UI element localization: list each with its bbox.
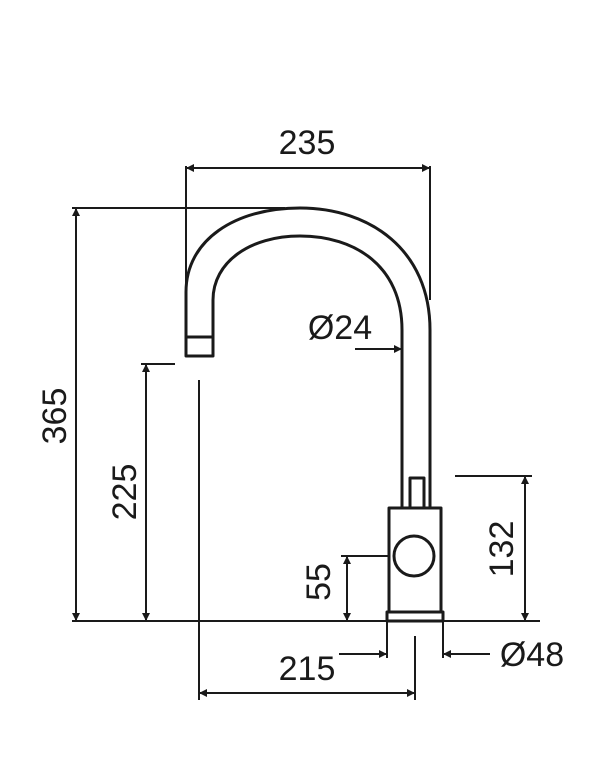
dimension-spout-reach: 235 (185, 124, 431, 300)
spout-reach-label: 235 (279, 124, 336, 162)
faucet-outline (72, 206, 540, 700)
lever-height-label: 55 (300, 563, 338, 601)
total-height-label: 365 (36, 388, 74, 445)
base-plate (385, 610, 445, 623)
base-diameter-label: Ø48 (500, 636, 564, 674)
dimension-outlet-to-base: 215 (199, 636, 416, 700)
tube-diameter-label: Ø24 (308, 309, 372, 347)
spout-inner-arc (211, 234, 404, 508)
dimension-base-diameter: Ø48 (339, 621, 564, 674)
dimension-total-height: 365 (36, 207, 285, 621)
dimension-tube-diameter: Ø24 (308, 309, 402, 353)
spout-height-label: 225 (106, 464, 144, 521)
dimension-lever-height: 55 (300, 555, 389, 621)
body-height-label: 132 (483, 521, 521, 578)
dimension-body-height: 132 (455, 475, 532, 621)
dimension-spout-height: 225 (106, 363, 175, 621)
outlet-to-base-label: 215 (279, 650, 336, 688)
lever-stem (408, 476, 426, 510)
spout-outer-arc (184, 206, 432, 508)
spout-tip (184, 335, 215, 358)
lever-knob (392, 534, 436, 578)
